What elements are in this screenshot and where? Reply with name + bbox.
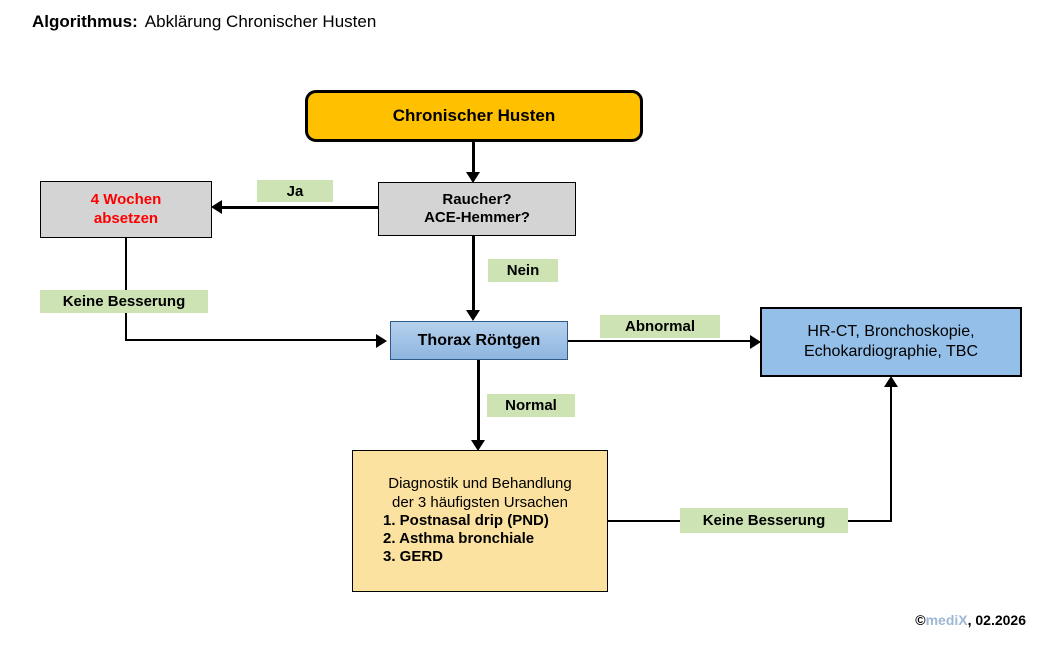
arrowhead-xray-to-treatment	[471, 440, 485, 451]
node-treatment-line1: Diagnostik und Behandlung	[388, 475, 572, 493]
node-treatment-line2: der 3 häufigsten Ursachen	[392, 493, 568, 511]
connector-treatment-up	[890, 384, 892, 522]
arrowhead-stopmeds-to-xray	[376, 334, 387, 348]
connector-question-to-stopmeds	[222, 206, 378, 209]
page-title: Algorithmus: Abklärung Chronischer Husten	[32, 12, 376, 32]
node-4-wochen-absetzen[interactable]: 4 Wochen absetzen	[40, 181, 212, 238]
node-absetzen-line1: 4 Wochen	[90, 191, 162, 209]
node-raucher-line2: ACE-Hemmer?	[424, 209, 530, 226]
node-workup-line2: Echokardiographie, TBC	[803, 343, 979, 360]
page-title-label: Algorithmus:	[32, 12, 138, 31]
arrowhead-start-to-question	[466, 172, 480, 183]
edge-label-ja-text: Ja	[286, 182, 304, 200]
node-treatment-item-1: 1. Postnasal drip (PND)	[383, 511, 549, 529]
edge-label-keine-besserung-top: Keine Besserung	[40, 290, 208, 313]
edge-label-abnormal: Abnormal	[600, 315, 720, 338]
page-title-subject: Abklärung Chronischer Husten	[144, 12, 377, 31]
node-diagnostik-behandlung[interactable]: Diagnostik und Behandlung der 3 häufigst…	[352, 450, 608, 592]
node-thorax-roentgen-text: Thorax Röntgen	[417, 331, 541, 349]
edge-label-normal-text: Normal	[505, 397, 557, 414]
footer-copyright: ©mediX, 02.2026	[915, 612, 1026, 628]
edge-label-normal: Normal	[487, 394, 575, 417]
connector-start-to-question	[472, 142, 475, 176]
connector-stopmeds-to-xray	[125, 339, 380, 341]
node-treatment-item-2: 2. Asthma bronchiale	[383, 530, 535, 548]
node-chronischer-husten[interactable]: Chronischer Husten	[305, 90, 643, 142]
node-chronischer-husten-text: Chronischer Husten	[392, 105, 556, 125]
node-raucher-ace-hemmer[interactable]: Raucher? ACE-Hemmer?	[378, 182, 576, 236]
brand-name: mediX	[925, 612, 968, 628]
arrowhead-treatment-to-workup	[884, 376, 898, 387]
node-hr-ct-bronchoskopie[interactable]: HR-CT, Bronchoskopie, Echokardiographie,…	[760, 307, 1022, 377]
edge-label-nein-text: Nein	[506, 262, 540, 279]
arrowhead-question-to-stopmeds	[211, 200, 222, 214]
edge-label-keine-besserung-bottom: Keine Besserung	[680, 508, 848, 533]
arrowhead-xray-to-workup	[750, 335, 761, 349]
edge-label-abnormal-text: Abnormal	[624, 318, 695, 335]
connector-stopmeds-down	[125, 238, 127, 340]
connector-xray-to-workup	[568, 340, 754, 342]
edge-label-ja: Ja	[257, 180, 333, 202]
node-raucher-line1: Raucher?	[442, 190, 512, 208]
node-treatment-item-3: 3. GERD	[383, 548, 444, 566]
connector-question-to-xray	[472, 236, 475, 316]
edge-label-keine-besserung-bottom-text: Keine Besserung	[702, 512, 826, 529]
edge-label-nein: Nein	[488, 259, 558, 282]
node-workup-line1: HR-CT, Bronchoskopie,	[807, 323, 975, 341]
copyright-symbol: ©	[915, 612, 926, 628]
node-thorax-roentgen[interactable]: Thorax Röntgen	[390, 321, 568, 360]
arrowhead-question-to-xray	[466, 310, 480, 321]
footer-date: , 02.2026	[967, 612, 1026, 628]
edge-label-keine-besserung-top-text: Keine Besserung	[62, 293, 186, 310]
node-absetzen-line2: absetzen	[93, 209, 159, 227]
connector-xray-to-treatment	[477, 360, 480, 446]
